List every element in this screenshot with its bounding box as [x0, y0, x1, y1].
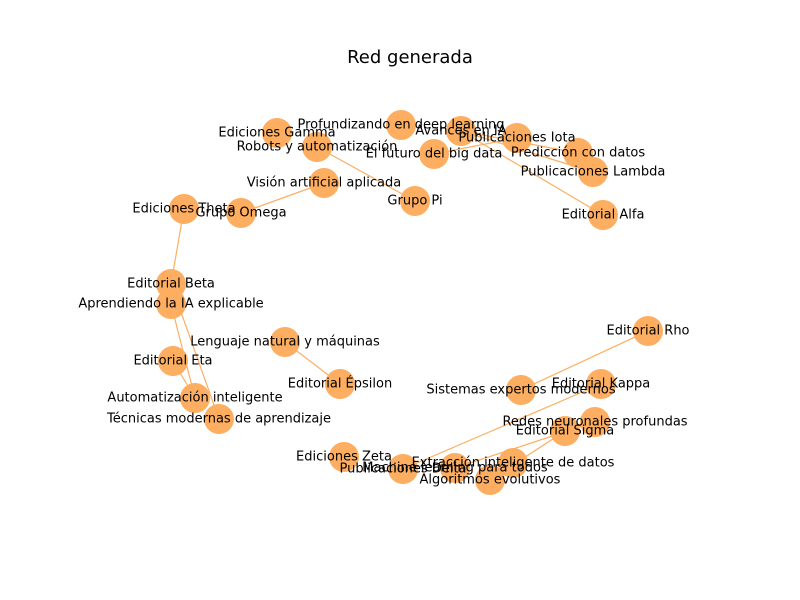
nodes-layer	[156, 110, 663, 495]
node	[156, 289, 186, 319]
node	[388, 454, 418, 484]
node	[498, 448, 528, 478]
node-label: Publicaciones Iota	[458, 131, 575, 146]
node	[180, 383, 210, 413]
node-label: Editorial Alfa	[562, 208, 645, 223]
node	[578, 157, 608, 187]
node	[302, 132, 332, 162]
edge	[460, 130, 604, 216]
node-label: Automatización inteligente	[107, 391, 282, 406]
node-label: Ediciones Theta	[132, 202, 235, 217]
node	[204, 404, 234, 434]
node-label: Aprendiendo la IA explicable	[78, 297, 263, 312]
node-label: Editorial Eta	[133, 354, 212, 369]
node	[400, 186, 430, 216]
node	[262, 118, 292, 148]
node-label: Profundizando en deep learning	[298, 118, 505, 133]
node-label: Machine learning para todos	[362, 461, 548, 476]
node-label: Extracción inteligente de datos	[412, 456, 615, 471]
node-label: Robots y automatización	[237, 140, 398, 155]
node	[440, 453, 470, 483]
node-label: Visión artificial aplicada	[247, 176, 401, 191]
node-label: Ediciones Gamma	[218, 126, 335, 141]
node	[419, 139, 449, 169]
node-label: Avances en IA	[415, 124, 506, 139]
node-label: Lenguaje natural y máquinas	[190, 335, 380, 350]
node	[586, 369, 616, 399]
node	[506, 375, 536, 405]
node-label: Redes neuronales profundas	[502, 415, 687, 430]
node-label: Predicción con datos	[511, 146, 646, 161]
edge	[520, 330, 649, 391]
node-label: Algoritmos evolutivos	[420, 473, 561, 488]
node	[329, 442, 359, 472]
node	[550, 416, 580, 446]
node-label: Grupo Pi	[387, 194, 442, 209]
node-label: Publicaciones Delta	[340, 462, 467, 477]
node	[580, 407, 610, 437]
node-label: El futuro del big data	[366, 147, 503, 162]
node-label: Técnicas modernas de aprendizaje	[106, 412, 331, 427]
node	[475, 465, 505, 495]
node-label: Publicaciones Lambda	[521, 165, 666, 180]
node-label: Grupo Omega	[195, 206, 286, 221]
node-label: Editorial Sigma	[516, 424, 615, 439]
node-label: Editorial Épsilon	[288, 376, 392, 392]
node	[633, 316, 663, 346]
node-label: Editorial Rho	[606, 324, 689, 339]
node	[270, 327, 300, 357]
node-label: Sistemas expertos modernos	[426, 383, 615, 398]
chart-title: Red generada	[347, 47, 473, 68]
node	[226, 198, 256, 228]
node	[588, 200, 618, 230]
node	[325, 369, 355, 399]
node-label: Ediciones Zeta	[296, 450, 392, 465]
node-label: Editorial Beta	[127, 277, 215, 292]
node	[158, 346, 188, 376]
edge	[316, 146, 416, 202]
node	[386, 110, 416, 140]
node	[309, 168, 339, 198]
node	[446, 116, 476, 146]
node	[169, 194, 199, 224]
edge	[402, 383, 602, 470]
node	[502, 123, 532, 153]
node-label: Editorial Kappa	[552, 377, 651, 392]
